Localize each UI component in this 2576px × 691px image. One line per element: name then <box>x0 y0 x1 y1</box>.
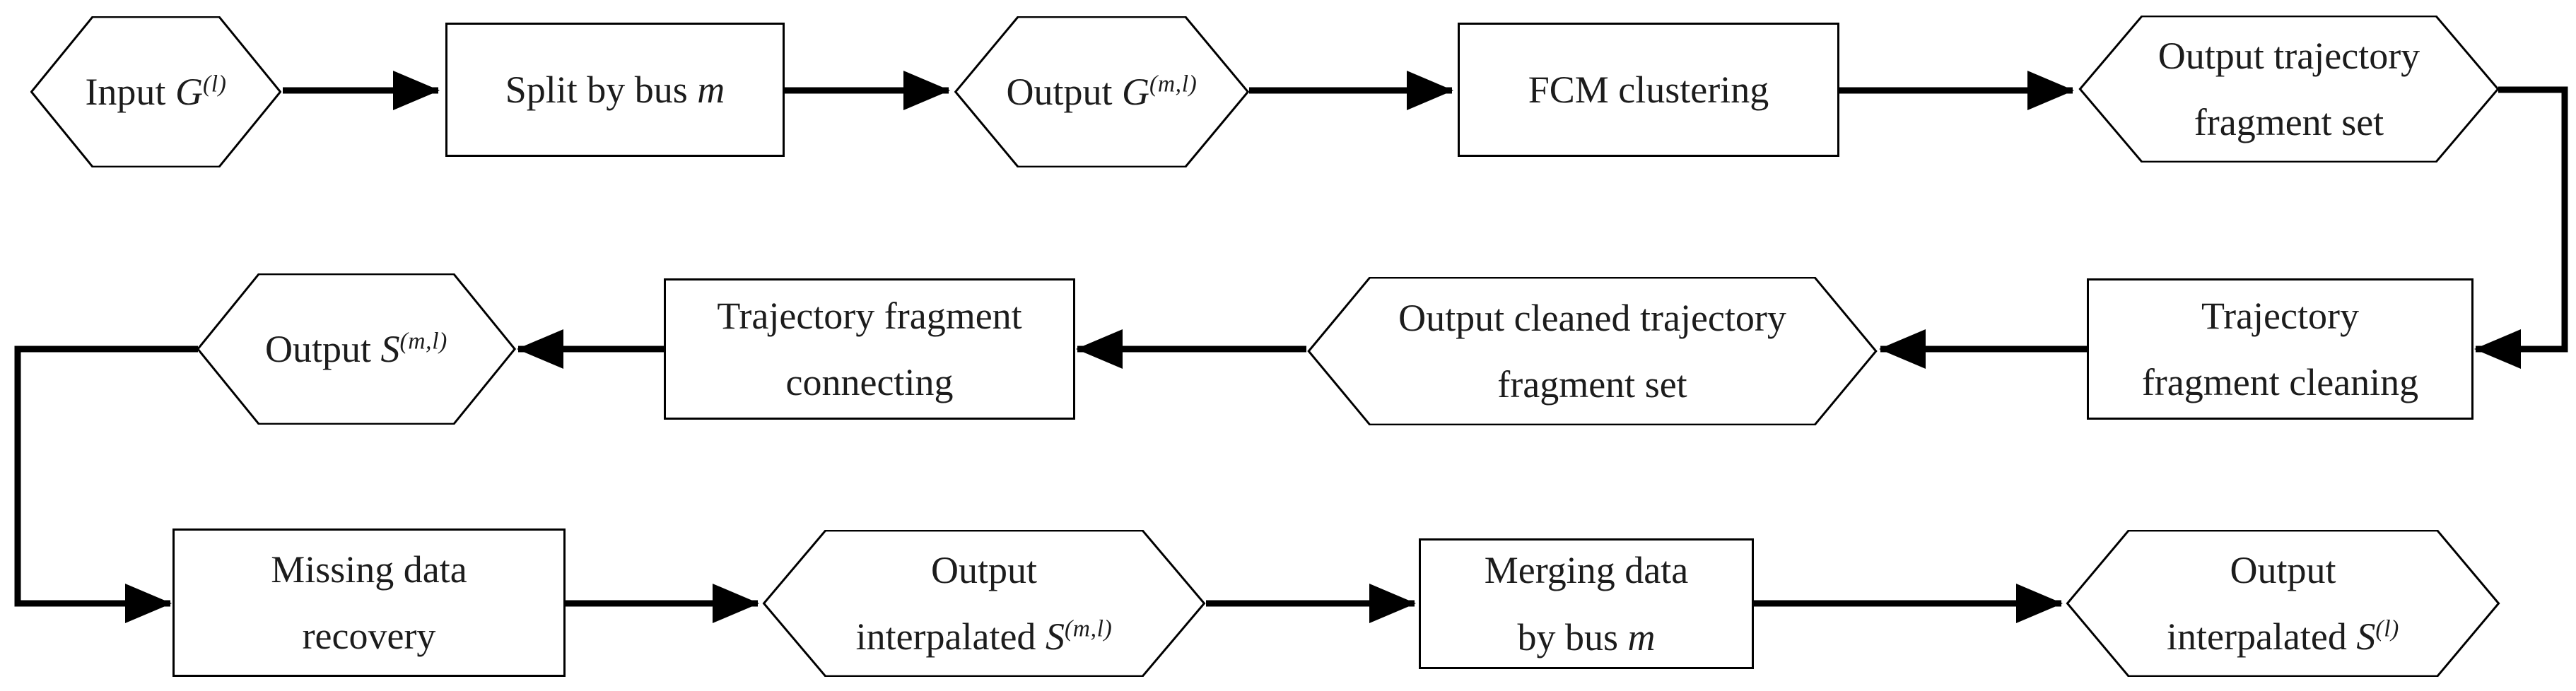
node-label: Input G(l) <box>85 70 227 113</box>
node-fcm-clustering: FCM clustering <box>1458 23 1839 157</box>
node-label: Output cleaned trajectory fragment set <box>1398 296 1786 406</box>
hexagon-shape <box>2078 16 2500 163</box>
node-merging-data: Merging data by bus m <box>1419 538 1754 669</box>
node-trajectory-fragment-connecting: Trajectory fragment connecting <box>664 278 1075 420</box>
hexagon-shape <box>2066 530 2500 677</box>
hexagon-shape <box>1306 277 1878 425</box>
node-label: FCM clustering <box>1528 68 1769 111</box>
node-output-trajectory-fragment-set: Output trajectory fragment set <box>2078 16 2500 163</box>
node-output-interpalated-sl: Output interpalated S(l) <box>2066 530 2500 677</box>
hexagon-shape <box>762 530 1206 677</box>
node-label: Output trajectory fragment set <box>2158 34 2420 144</box>
node-input-g: Input G(l) <box>30 16 281 167</box>
hexagon-shape <box>954 16 1249 167</box>
hexagon-shape <box>30 16 281 167</box>
node-label: Output interpalated S(m,l) <box>855 548 1113 658</box>
node-label: Split by bus m <box>505 68 725 111</box>
node-missing-data-recovery: Missing data recovery <box>172 528 566 677</box>
node-label: Output interpalated S(l) <box>2167 548 2399 658</box>
node-trajectory-fragment-cleaning: Trajectory fragment cleaning <box>2087 278 2473 420</box>
node-label: Output G(m,l) <box>1006 70 1198 113</box>
node-split-by-bus: Split by bus m <box>445 23 785 157</box>
elbow-output-sml-to-missing <box>14 346 198 623</box>
node-output-sml: Output S(m,l) <box>197 273 516 425</box>
elbow-output-traj-to-cleaning <box>2474 86 2568 369</box>
node-label: Missing data recovery <box>271 548 467 658</box>
node-label: Merging data by bus m <box>1484 549 1689 658</box>
node-output-gml: Output G(m,l) <box>954 16 1249 167</box>
node-label: Output S(m,l) <box>265 327 447 370</box>
node-label: Trajectory fragment cleaning <box>2141 294 2419 404</box>
node-output-interpalated-sml: Output interpalated S(m,l) <box>762 530 1206 677</box>
hexagon-shape <box>197 273 516 425</box>
node-output-cleaned-trajectory-fragment-set: Output cleaned trajectory fragment set <box>1306 277 1878 425</box>
node-label: Trajectory fragment connecting <box>717 294 1022 404</box>
